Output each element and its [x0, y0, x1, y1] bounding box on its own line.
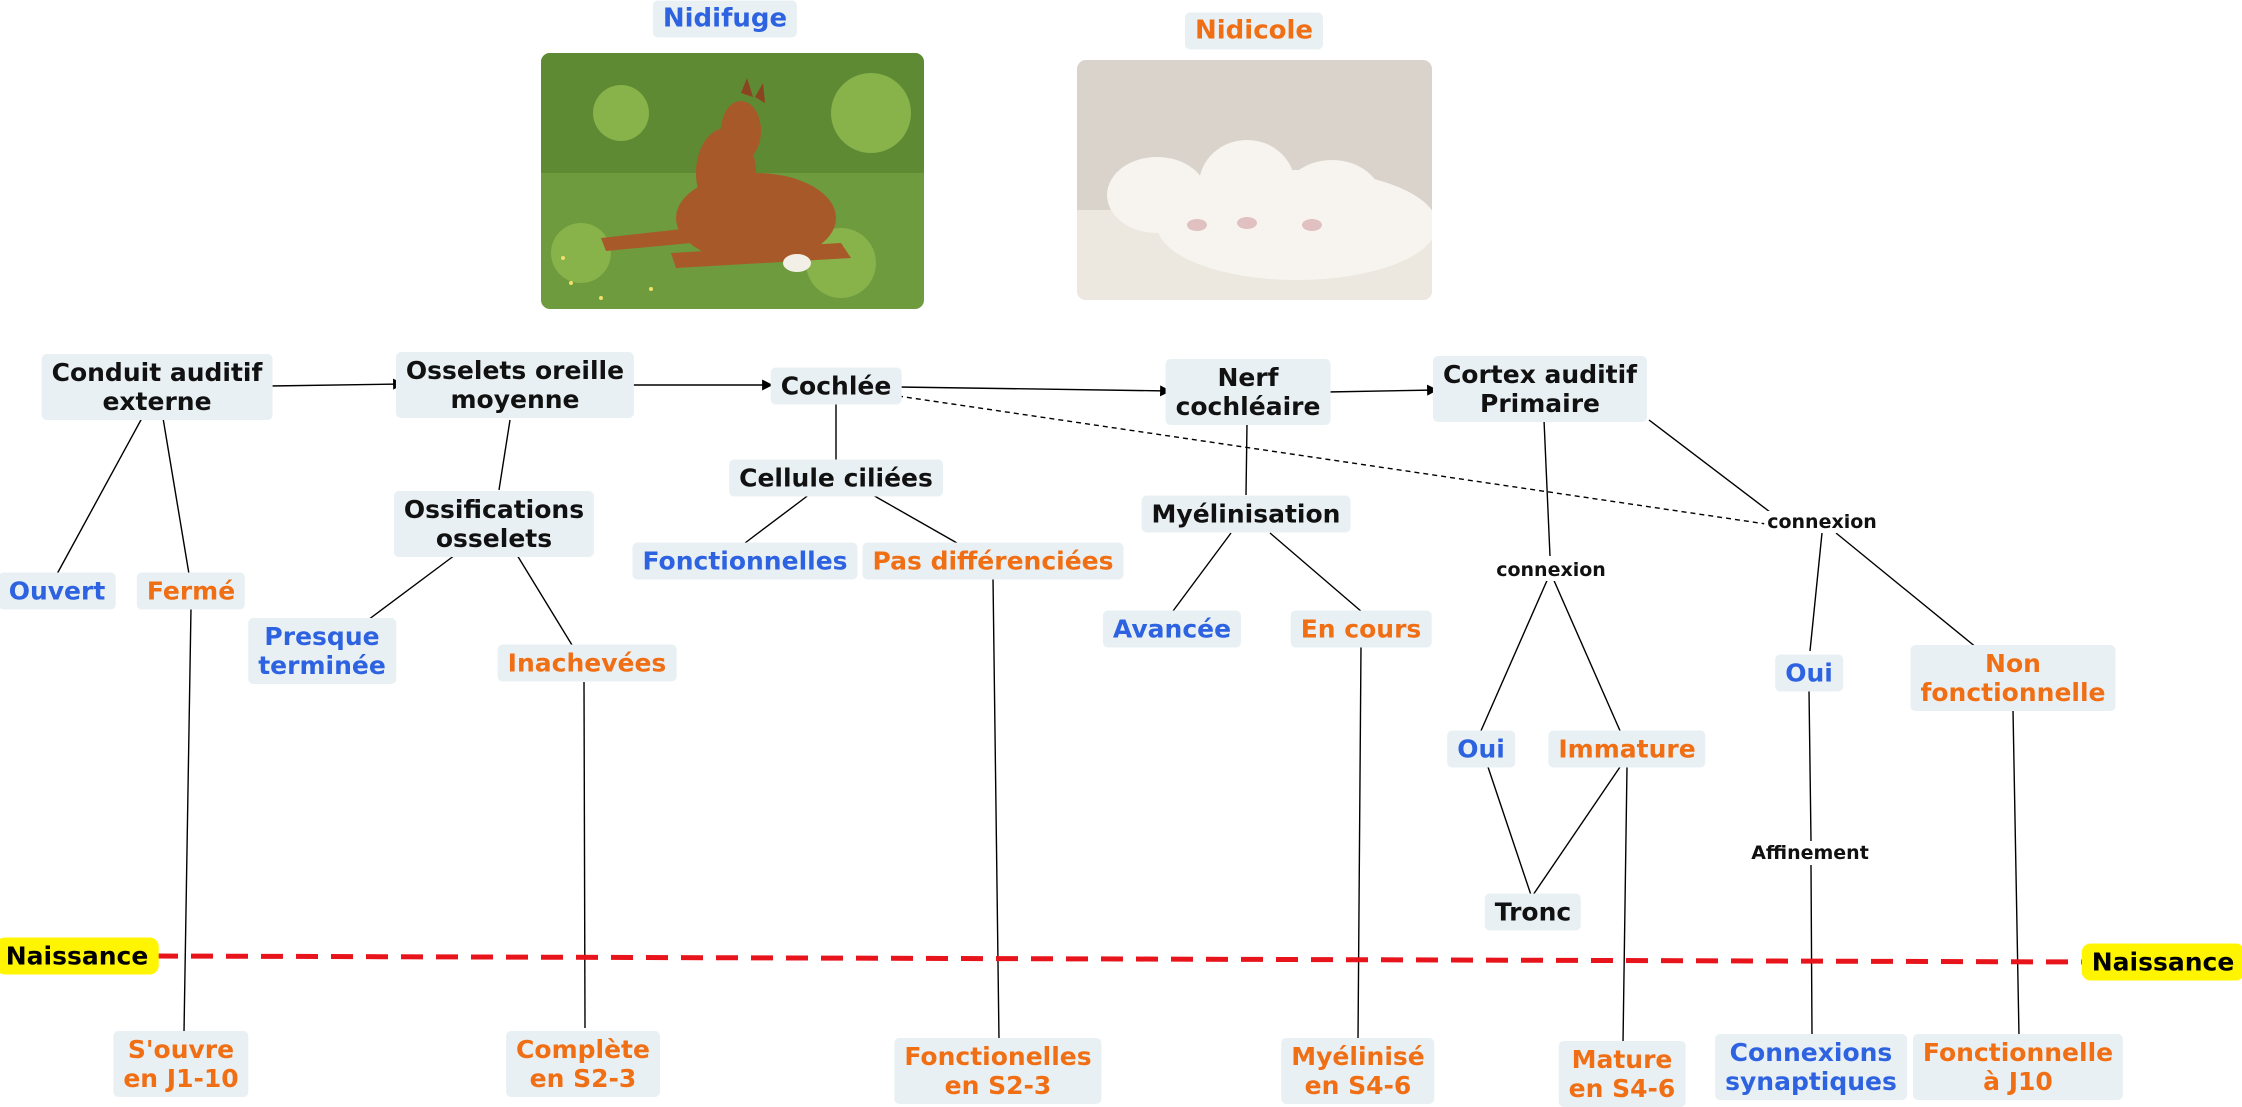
later-cortex-tronc-line-2: en S4-6: [1568, 1074, 1676, 1103]
nidicole-title-text: Nidicole: [1194, 15, 1314, 46]
later-conduit-line-1: S'ouvre: [127, 1035, 235, 1064]
later-cellules-line-1: Fonctionelles: [904, 1042, 1092, 1071]
state-cortex-tronc-nidicole-text: Immature: [1558, 734, 1696, 764]
state-myelinisation-nidifuge-text: Avancée: [1112, 614, 1232, 644]
node-cochlee: Cochlée: [770, 367, 902, 405]
nerf-line-1: Nerf: [1217, 363, 1279, 392]
state-cortex-tronc-nidifuge: Oui: [1447, 730, 1515, 768]
nidifuge-title-text: Nidifuge: [662, 3, 788, 34]
state-myelinisation-nidicole-text: En cours: [1300, 614, 1422, 644]
tronc-line-1: Tronc: [1494, 897, 1572, 927]
osselets-line-2: moyenne: [450, 385, 580, 414]
later-ossifications-line-1: Complète: [516, 1035, 650, 1064]
node-myelinisation: Myélinisation: [1141, 495, 1351, 533]
later-myelinisation-line-2: en S4-6: [1304, 1071, 1412, 1100]
link-label-connexion-cochlee: connexion: [1764, 511, 1880, 533]
state-cortex-cochlee-nidifuge-text: Oui: [1785, 658, 1833, 688]
later-fonctionnelle-line-1: Fonctionnelle: [1922, 1038, 2114, 1067]
later-myelinisation-line-1: Myélinisé: [1291, 1042, 1425, 1071]
foal-photo: [541, 53, 924, 309]
state-conduit-nidifuge: Ouvert: [0, 572, 116, 610]
cellules-line-1: Cellule ciliées: [739, 463, 933, 493]
state-cellules-nidifuge-text: Fonctionnelles: [642, 546, 848, 576]
ossifications-line-2: osselets: [435, 524, 553, 553]
later-cellules-line-2: en S2-3: [944, 1071, 1052, 1100]
arrow-nerf-cortex: [1326, 384, 1439, 396]
dotted-cochlee-connexion: [897, 395, 1767, 525]
state-conduit-nidicole-text: Fermé: [146, 576, 236, 606]
state-ossifications-nidifuge: Presque terminée: [248, 618, 396, 684]
state-cortex-cochlee-nidicole-line-2: fonctionnelle: [1920, 678, 2106, 707]
state-cellules-nidicole: Pas différenciées: [862, 542, 1124, 580]
state-cellules-nidicole-text: Pas différenciées: [872, 546, 1114, 576]
cortex-line-2: Primaire: [1480, 389, 1600, 418]
nerf-line-2: cochléaire: [1175, 392, 1321, 421]
link-label-connexion-tronc: connexion: [1493, 559, 1609, 581]
myelinisation-line-1: Myélinisation: [1151, 499, 1341, 529]
birth-line: [155, 953, 2091, 965]
node-tronc: Tronc: [1484, 893, 1582, 931]
birth-label-right-text: Naissance: [2091, 947, 2235, 977]
later-cellules: Fonctionelles en S2-3: [894, 1038, 1102, 1104]
node-cortex-auditif-primaire: Cortex auditif Primaire: [1432, 356, 1648, 422]
state-conduit-nidifuge-text: Ouvert: [8, 576, 106, 606]
cochlee-line-1: Cochlée: [780, 371, 892, 401]
later-cortex-cochlee-nidicole: Fonctionnelle à J10: [1912, 1034, 2124, 1100]
later-conduit: S'ouvre en J1-10: [113, 1031, 249, 1097]
state-cellules-nidifuge: Fonctionnelles: [632, 542, 858, 580]
state-conduit-nidicole: Fermé: [136, 572, 246, 610]
link-label-affinement: Affinement: [1748, 842, 1872, 864]
state-cortex-cochlee-nidicole: Non fonctionnelle: [1910, 645, 2116, 711]
cortex-line-1: Cortex auditif: [1442, 360, 1638, 389]
state-myelinisation-nidicole: En cours: [1290, 610, 1432, 648]
state-ossifications-nidifuge-line-1: Presque: [264, 622, 380, 651]
state-ossifications-nidicole-text: Inachevées: [507, 648, 667, 678]
conduit-line-2: externe: [102, 387, 212, 416]
node-nerf-cochleaire: Nerf cochléaire: [1165, 359, 1331, 425]
nidicole-title: Nidicole: [1184, 12, 1324, 50]
birth-label-left: Naissance: [0, 937, 159, 975]
state-myelinisation-nidifuge: Avancée: [1102, 610, 1242, 648]
node-cellules-ciliees: Cellule ciliées: [729, 459, 943, 497]
state-ossifications-nidicole: Inachevées: [497, 644, 677, 682]
conduit-line-1: Conduit auditif: [51, 358, 263, 387]
node-ossifications-osselets: Ossifications osselets: [393, 491, 595, 557]
later-connexions-line-1: Connexions: [1729, 1038, 1893, 1067]
later-ossifications-line-2: en S2-3: [529, 1064, 637, 1093]
state-cortex-cochlee-nidifuge: Oui: [1775, 654, 1843, 692]
state-cortex-tronc-nidicole: Immature: [1548, 730, 1706, 768]
later-conduit-line-2: en J1-10: [123, 1064, 239, 1093]
ossifications-line-1: Ossifications: [403, 495, 585, 524]
puppies-photo: [1077, 60, 1432, 300]
nidifuge-title: Nidifuge: [652, 0, 798, 38]
state-cortex-cochlee-nidicole-line-1: Non: [1985, 649, 2041, 678]
arrow-cochlee-nerf: [897, 385, 1172, 397]
node-osselets-oreille-moyenne: Osselets oreille moyenne: [395, 352, 635, 418]
later-fonctionnelle-line-2: à J10: [1983, 1067, 2053, 1096]
later-connexions-line-2: synaptiques: [1725, 1067, 1897, 1096]
later-cortex-cochlee-nidifuge: Connexions synaptiques: [1715, 1034, 1907, 1100]
birth-label-left-text: Naissance: [5, 941, 149, 971]
arrow-conduit-osselets: [269, 378, 405, 390]
later-cortex-tronc: Mature en S4-6: [1558, 1041, 1686, 1107]
state-ossifications-nidifuge-line-2: terminée: [258, 651, 386, 680]
osselets-line-1: Osselets oreille: [405, 356, 625, 385]
later-myelinisation: Myélinisé en S4-6: [1281, 1038, 1435, 1104]
state-cortex-tronc-nidifuge-text: Oui: [1457, 734, 1505, 764]
birth-label-right: Naissance: [2081, 943, 2242, 981]
later-ossifications: Complète en S2-3: [506, 1031, 660, 1097]
later-cortex-tronc-line-1: Mature: [1571, 1045, 1673, 1074]
node-conduit-auditif-externe: Conduit auditif externe: [41, 354, 273, 420]
